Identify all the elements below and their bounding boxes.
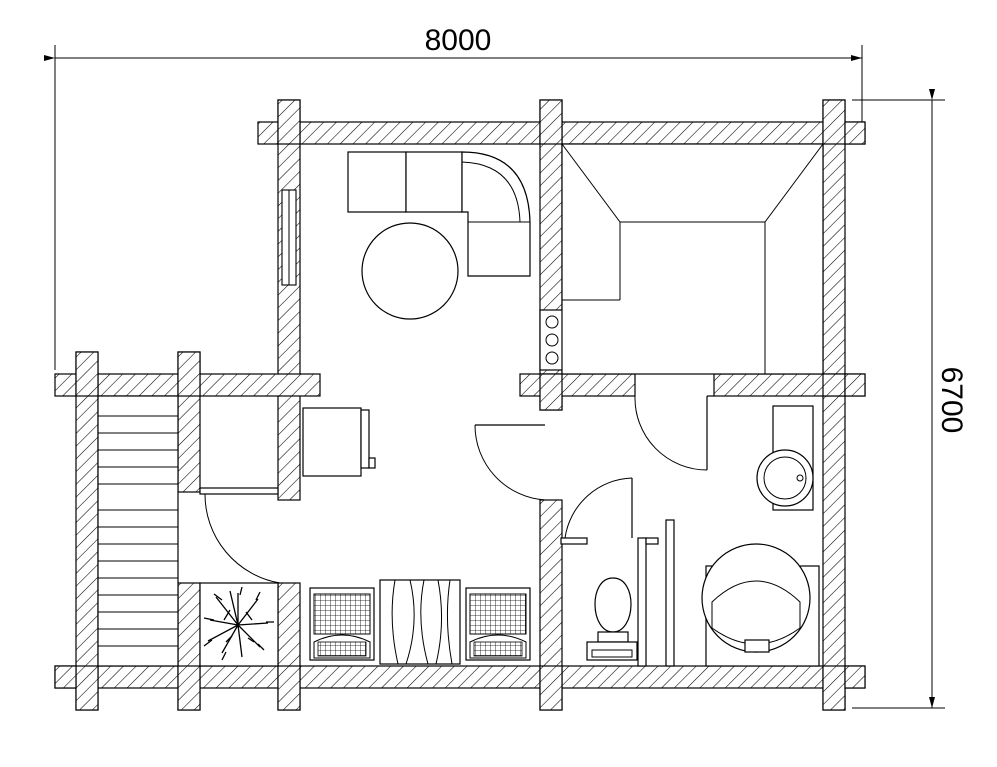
- walls: [54, 99, 866, 711]
- sauna-bench: [561, 143, 824, 375]
- height-dimension-label: 6700: [935, 367, 968, 434]
- sofa-icon: [347, 151, 531, 277]
- toilet-icon: [586, 577, 638, 661]
- width-dimension-label: 8000: [425, 24, 492, 57]
- bathtub-icon: [701, 543, 820, 667]
- partitions: [199, 395, 714, 667]
- width-dimension: 8000: [44, 24, 863, 370]
- rug-icon: [379, 579, 461, 665]
- chair-icon: [465, 587, 531, 661]
- window: [281, 189, 297, 286]
- cabinet-icon: [302, 407, 376, 477]
- sink-icon: [756, 405, 814, 511]
- stairs-icon: [97, 395, 179, 667]
- plant-icon: [199, 582, 279, 667]
- round-table-icon: [361, 222, 459, 320]
- chair-icon: [309, 587, 375, 661]
- height-dimension: 6700: [852, 89, 968, 709]
